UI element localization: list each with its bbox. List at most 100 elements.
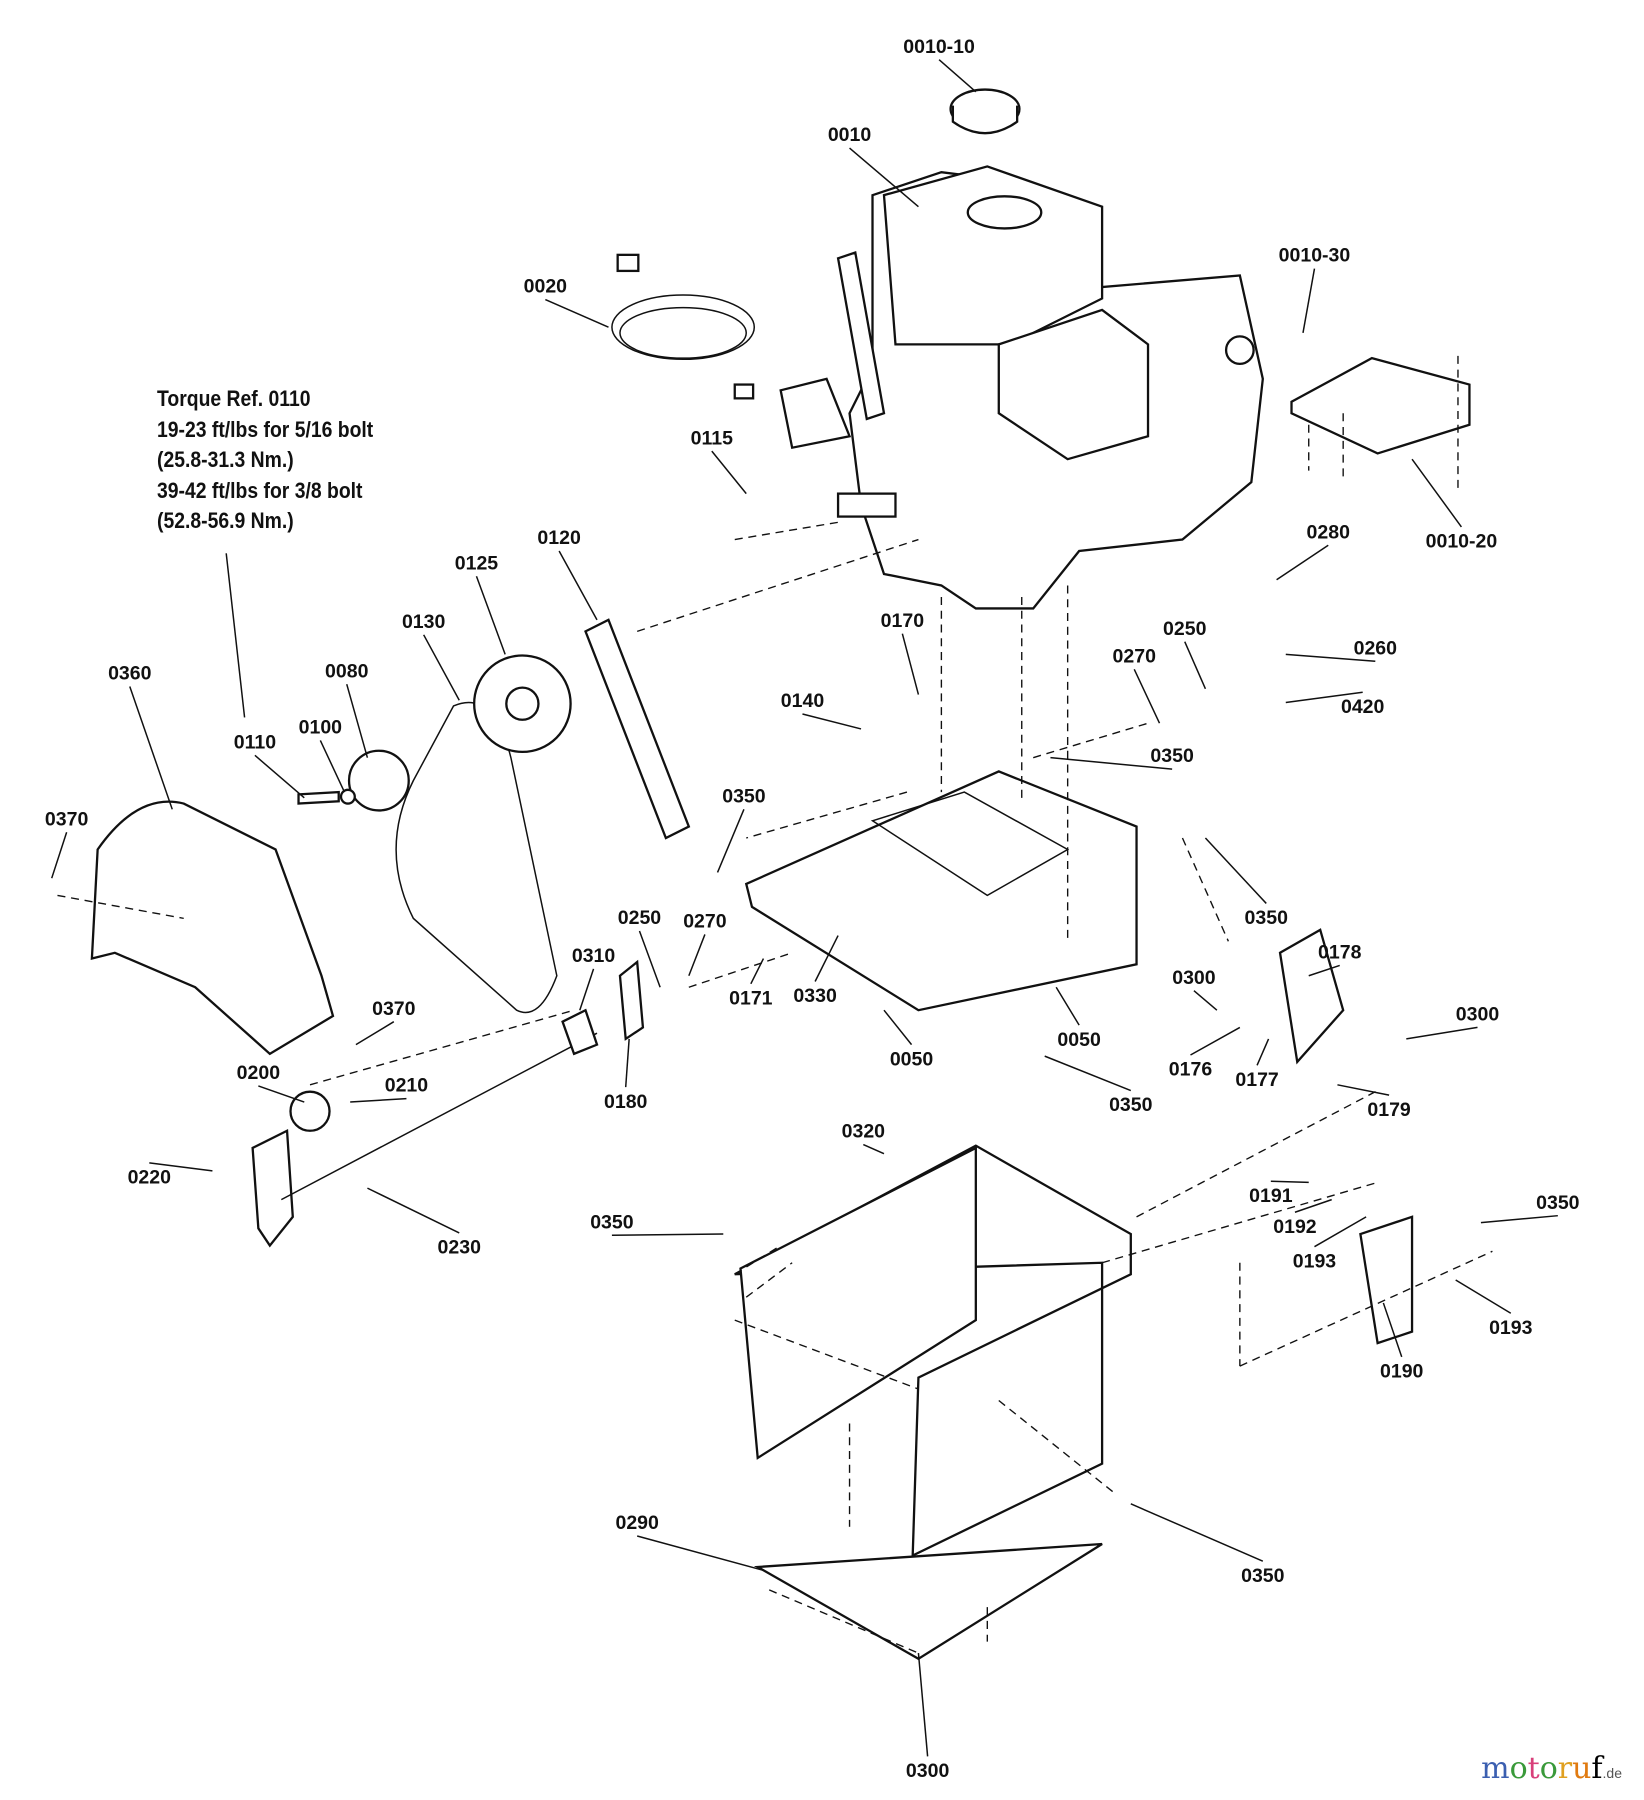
leader-line <box>258 1085 305 1103</box>
leader-line <box>883 1009 913 1046</box>
part-number-label: 0350 <box>722 785 766 807</box>
part-number-label: 0110 <box>234 731 276 753</box>
leader-line <box>346 683 369 758</box>
part-number-label: 0350 <box>590 1211 634 1233</box>
torque-line: 19-23 ft/lbs for 5/16 bolt <box>157 416 374 442</box>
leader-line <box>1308 964 1340 977</box>
torque-leader-line <box>225 553 246 718</box>
part-number-label: 0100 <box>299 717 343 739</box>
part-number-label: 0300 <box>1172 967 1216 989</box>
dashed-alignment-line <box>1033 722 1149 759</box>
part-number-label: 0176 <box>1169 1059 1213 1081</box>
leader-line <box>1204 837 1267 904</box>
engine <box>779 165 1264 610</box>
belt-cover <box>90 800 335 1056</box>
torque-line: Torque Ref. 0110 <box>157 386 311 411</box>
assembly-dashed-lines <box>57 355 1493 1654</box>
leader-line <box>1337 1084 1390 1096</box>
leader-line <box>1190 1026 1241 1056</box>
part-number-label: 0193 <box>1293 1250 1337 1272</box>
part-number-label: 0170 <box>881 610 925 632</box>
leader-line <box>917 1652 929 1757</box>
dashed-alignment-line <box>1239 1250 1493 1367</box>
part-number-label: 0120 <box>537 527 581 549</box>
part-number-label: 0010-30 <box>1279 245 1351 267</box>
part-number-label: 0200 <box>237 1062 281 1084</box>
leader-line <box>1302 268 1316 334</box>
leader-line <box>129 686 173 810</box>
part-number-label: 0210 <box>385 1075 429 1097</box>
part-number-label: 0420 <box>1341 696 1385 718</box>
leader-line <box>1256 1038 1270 1066</box>
leader-line <box>611 1233 724 1236</box>
part-number-label: 0171 <box>729 987 773 1009</box>
leader-line <box>319 740 346 793</box>
dashed-alignment-line <box>734 521 839 541</box>
leader-line <box>802 713 862 730</box>
part-number-label: 0140 <box>781 690 825 712</box>
leader-line <box>1044 1055 1132 1092</box>
part-number-label: 0177 <box>1235 1069 1278 1091</box>
housing-box <box>734 928 1414 1661</box>
dashed-alignment-line <box>1101 1181 1378 1264</box>
part-number-label: 0191 <box>1249 1185 1293 1207</box>
part-number-label: 0350 <box>1150 745 1194 767</box>
part-number-label: 0190 <box>1380 1361 1424 1383</box>
part-number-label: 0250 <box>618 907 662 929</box>
leader-line <box>1455 1279 1512 1314</box>
torque-line: (52.8-56.9 Nm.) <box>157 508 294 533</box>
part-number-label: 0300 <box>1456 1004 1500 1026</box>
part-number-label: 0260 <box>1354 637 1398 659</box>
part-number-label: 0220 <box>128 1167 172 1189</box>
dashed-alignment-line <box>636 538 919 633</box>
part-number-label: 0125 <box>455 552 499 574</box>
leader-line <box>350 1097 407 1103</box>
part-number-label: 0330 <box>793 985 837 1007</box>
leader-line <box>1480 1214 1558 1224</box>
part-labels: 0010-10001000200010-30011501200125013000… <box>45 36 1580 1782</box>
leader-line <box>1382 1302 1403 1358</box>
part-number-label: 0050 <box>890 1048 934 1070</box>
dashed-alignment-line <box>309 1009 575 1086</box>
leader-line <box>1184 641 1207 690</box>
leader-line <box>367 1187 460 1234</box>
part-number-label: 0178 <box>1318 942 1362 964</box>
motoruf-watermark-logo: motoruf.de <box>1481 1751 1622 1786</box>
part-number-label: 0179 <box>1367 1099 1411 1121</box>
leader-line <box>1314 1216 1367 1248</box>
leader-line <box>636 1535 764 1572</box>
part-number-label: 0050 <box>1057 1029 1101 1051</box>
part-number-label: 0350 <box>1241 1565 1285 1587</box>
part-number-label: 0130 <box>402 611 446 633</box>
part-number-label: 0115 <box>691 427 733 449</box>
part-number-label: 0010-20 <box>1426 531 1498 553</box>
fuel-cap <box>949 88 1021 135</box>
leader-line <box>1411 458 1463 528</box>
leader-line <box>1055 986 1080 1026</box>
leader-line <box>1050 756 1173 770</box>
leader-line <box>1406 1026 1478 1040</box>
leader-line <box>849 147 919 208</box>
dashed-alignment-line <box>1181 837 1230 942</box>
leader-line <box>814 935 839 982</box>
part-number-label: 0010 <box>828 124 872 146</box>
leader-line <box>1285 653 1376 662</box>
part-number-label: 0230 <box>438 1237 482 1259</box>
part-number-label: 0350 <box>1245 907 1289 929</box>
dashed-alignment-line <box>998 1399 1115 1493</box>
dashed-alignment-line <box>734 1319 919 1390</box>
torque-line: 39-42 ft/lbs for 3/8 bolt <box>157 477 363 503</box>
leader-line <box>254 754 305 799</box>
part-number-label: 0350 <box>1109 1094 1153 1116</box>
leader-line <box>716 809 745 873</box>
part-number-label: 0270 <box>1113 645 1157 667</box>
part-number-label: 0192 <box>1273 1216 1317 1238</box>
leader-line <box>558 550 598 621</box>
heat-shield <box>1290 356 1471 455</box>
torque-note: Torque Ref. 0110 19-23 ft/lbs for 5/16 b… <box>157 384 373 537</box>
belt-and-pulleys <box>297 618 691 1014</box>
part-number-label: 0360 <box>108 663 152 685</box>
dashed-alignment-line <box>734 1244 782 1275</box>
